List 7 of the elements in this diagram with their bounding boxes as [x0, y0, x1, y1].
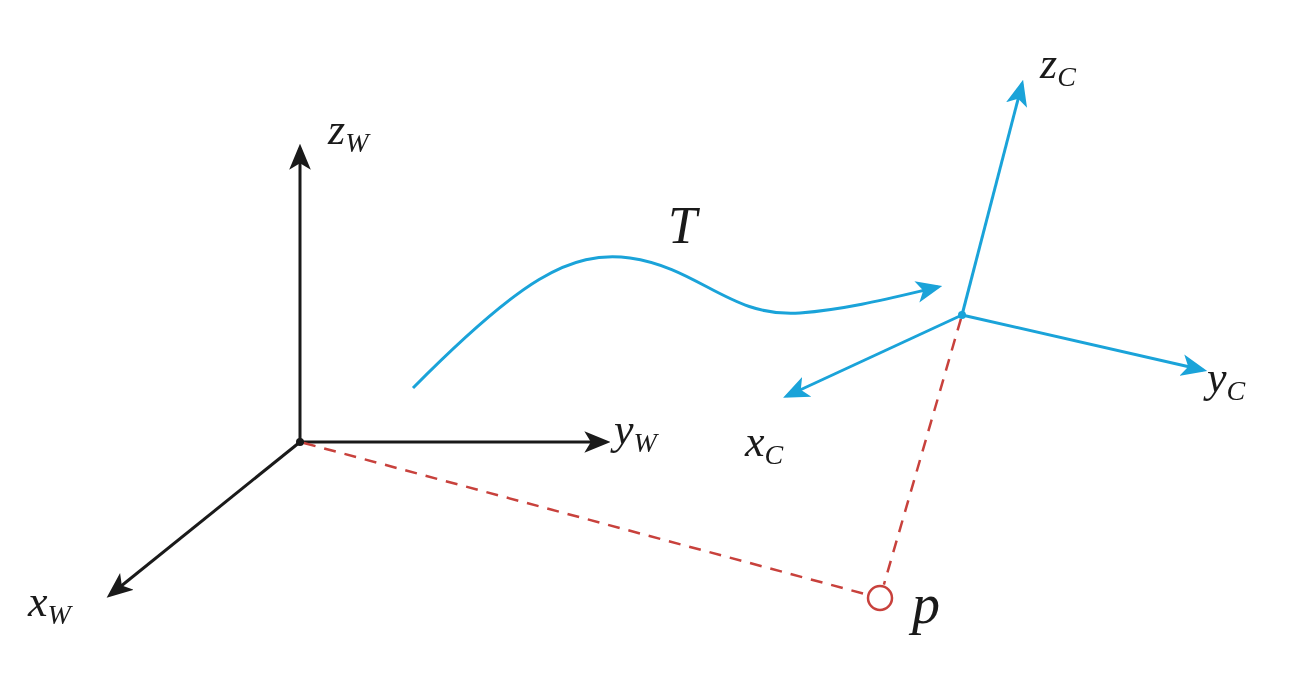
- dashed-line: [882, 318, 963, 585]
- axis-label: z$_{C}$: [1040, 42, 1076, 92]
- origin-point: [958, 311, 966, 319]
- axis-label: z$_{W}$: [328, 108, 369, 158]
- origin-point: [296, 438, 304, 446]
- axis-label: x$_{W}$: [28, 580, 71, 630]
- axis-label: x$_{C}$: [745, 420, 784, 470]
